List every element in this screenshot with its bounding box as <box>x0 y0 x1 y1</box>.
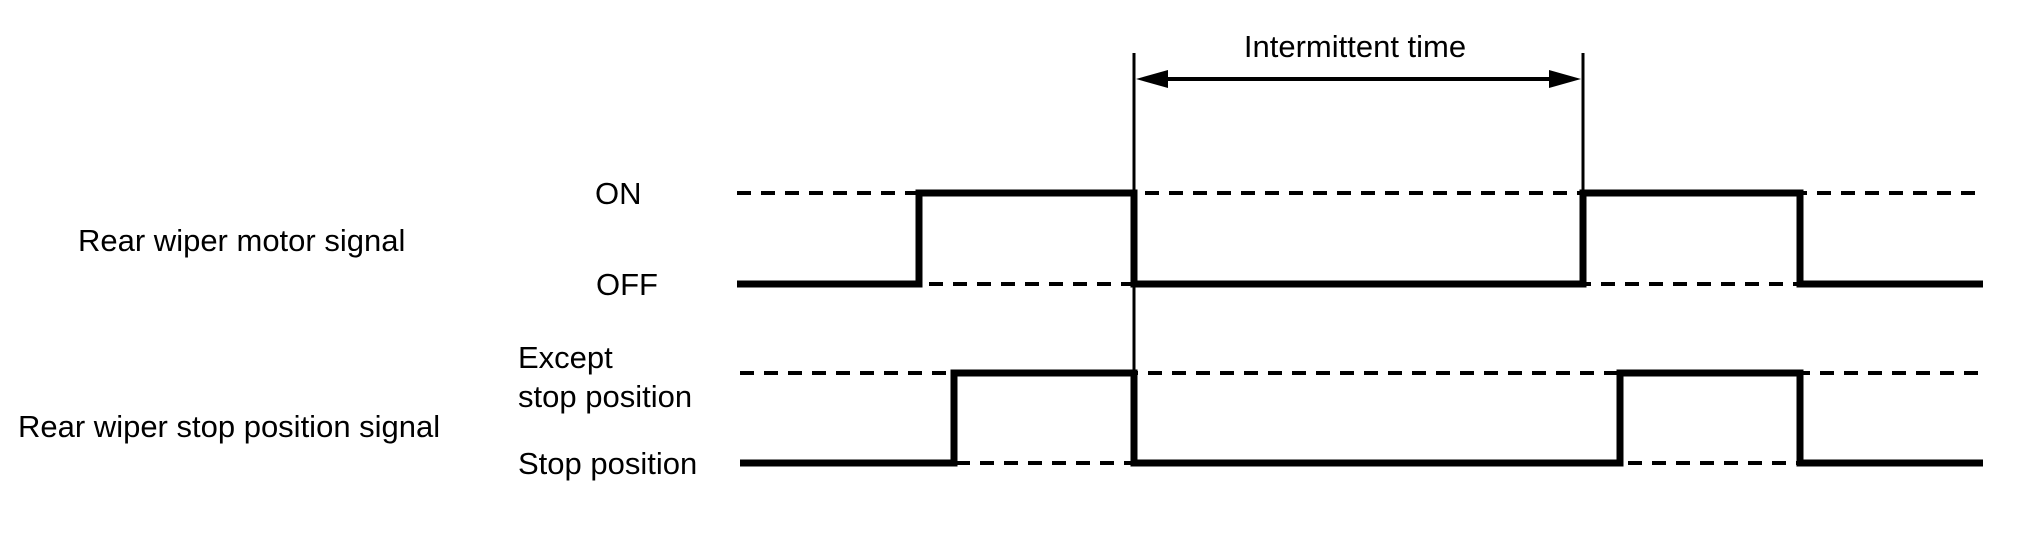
stop-position-signal-waveform <box>740 369 1983 467</box>
arrow-right-head-icon <box>1549 70 1581 88</box>
intermittent-time-label: Intermittent time <box>1244 29 1466 64</box>
motor-off-label: OFF <box>596 267 658 302</box>
motor-signal-name-label: Rear wiper motor signal <box>78 223 405 258</box>
motor-signal-waveform <box>737 189 1983 288</box>
arrow-left-head-icon <box>1136 70 1168 88</box>
stop-position-label: Stop position <box>518 446 697 481</box>
stop-signal-name-label: Rear wiper stop position signal <box>18 409 440 444</box>
except-stop-position-label-line1: Except <box>518 340 613 375</box>
except-stop-position-label-line2: stop position <box>518 379 692 414</box>
motor-on-label: ON <box>595 176 642 211</box>
